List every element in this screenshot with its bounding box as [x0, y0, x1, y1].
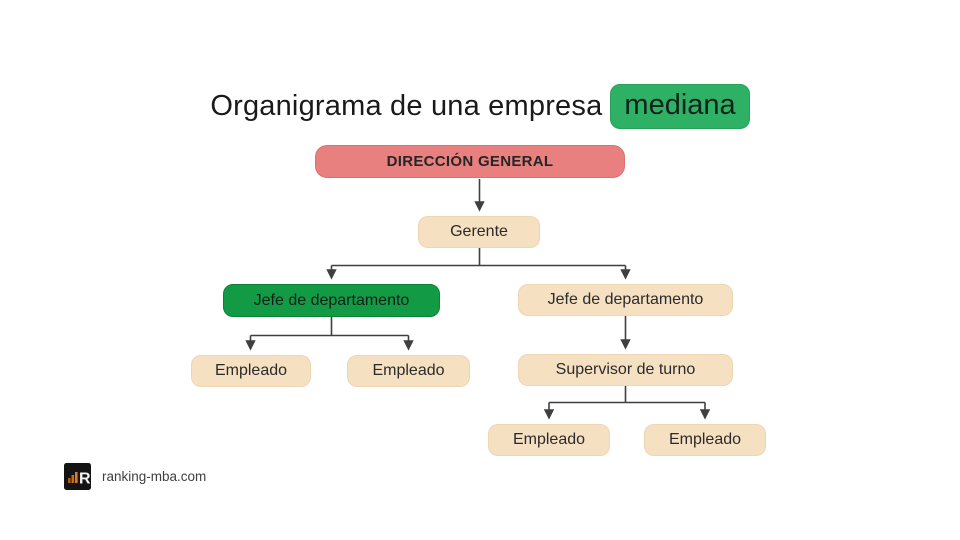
- org-node-empleado-1: Empleado: [191, 355, 311, 387]
- org-node-jefe-departamento-2: Jefe de departamento: [518, 284, 733, 316]
- page-title: Organigrama de una empresa mediana: [0, 84, 960, 129]
- org-node-empleado-3: Empleado: [488, 424, 610, 456]
- svg-text:R: R: [79, 471, 91, 488]
- footer-branding: R ranking-mba.com: [64, 463, 206, 490]
- org-node-supervisor-turno: Supervisor de turno: [518, 354, 733, 386]
- ranking-mba-logo-icon: R: [64, 463, 91, 490]
- page-title-text: Organigrama de una empresa: [210, 90, 603, 122]
- org-node-empleado-4: Empleado: [644, 424, 766, 456]
- org-node-empleado-2: Empleado: [347, 355, 470, 387]
- footer-site-url: ranking-mba.com: [102, 469, 207, 484]
- page-title-highlight: mediana: [610, 84, 750, 129]
- org-node-gerente: Gerente: [418, 216, 540, 248]
- org-node-jefe-departamento-1: Jefe de departamento: [223, 284, 440, 317]
- org-node-direccion-general: DIRECCIÓN GENERAL: [315, 145, 625, 178]
